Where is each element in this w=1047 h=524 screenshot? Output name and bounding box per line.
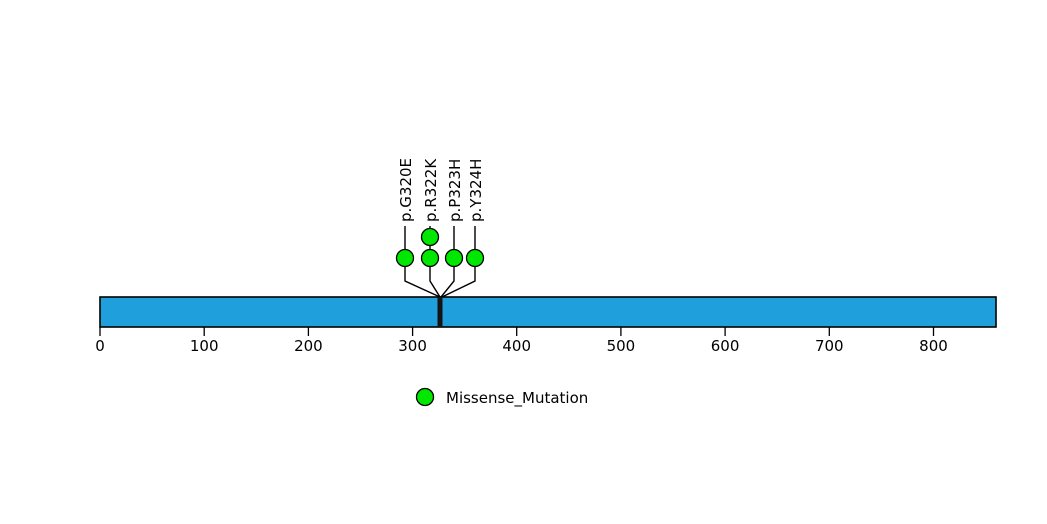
axis-tick-group [99,327,935,336]
lollipop-p-G320E[interactable]: p.G320E [395,158,441,298]
mutation-marker-p-R322K-1[interactable] [420,248,440,268]
axis-tick-label-500: 500 [607,337,636,355]
protein-backbone-bar[interactable] [99,296,997,328]
axis-tick-label-600: 600 [711,337,740,355]
mutation-marker-p-R322K-2[interactable] [420,227,440,247]
mutation-marker-p-G320E[interactable] [395,248,415,268]
axis-tick-label-0: 0 [95,337,105,355]
mutation-label-p-G320E: p.G320E [397,158,415,222]
mutation-marker-p-Y324H[interactable] [465,248,485,268]
mutation-label-p-Y324H: p.Y324H [467,159,485,222]
axis-tick-label-300: 300 [398,337,427,355]
axis-tick-label-100: 100 [190,337,219,355]
axis-tick-label-700: 700 [815,337,844,355]
lollipop-p-Y324H[interactable]: p.Y324H [441,159,485,298]
domain-site-marker[interactable] [437,297,443,327]
mutation-label-p-P323H: p.P323H [446,159,464,222]
axis-tick-label-400: 400 [502,337,531,355]
axis-tick-label-800: 800 [919,337,948,355]
stem-line-p-Y324H [441,226,476,298]
lollipop-p-P323H[interactable]: p.P323H [440,159,464,298]
stem-line-p-P323H [440,226,455,298]
lollipop-p-R322K[interactable]: p.R322K [420,158,441,298]
mutation-marker-p-P323H[interactable] [444,248,464,268]
stem-line-p-G320E [404,226,441,298]
legend: Missense_Mutation [415,387,588,408]
axis-tick-label-group: 0 100 200 300 400 500 600 700 800 [95,337,948,355]
legend-marker-missense[interactable] [415,387,435,407]
legend-label-missense: Missense_Mutation [446,389,588,408]
mutation-label-p-R322K: p.R322K [422,158,440,222]
lollipop-group: p.G320E p.R322K p.P323H p.Y324H [395,158,485,298]
axis-tick-label-200: 200 [294,337,323,355]
